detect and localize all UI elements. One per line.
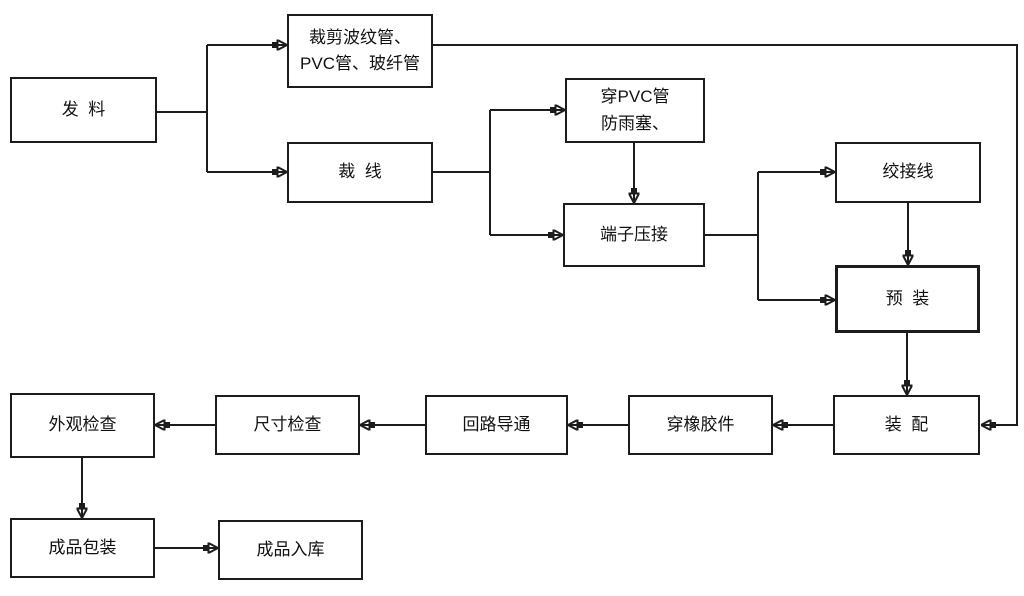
flow-node-dimension-inspection: 尺寸检查 bbox=[215, 395, 360, 455]
flow-node-assembly: 装 配 bbox=[833, 395, 980, 455]
flow-node-circuit-continuity: 回路导通 bbox=[425, 395, 568, 455]
flow-node-cut-wire: 裁 线 bbox=[287, 142, 433, 203]
flow-node-terminal-crimping: 端子压接 bbox=[563, 203, 705, 267]
flow-node-dispatch-material: 发 料 bbox=[10, 77, 157, 143]
flow-node-twist-wires: 绞接线 bbox=[835, 142, 981, 203]
flow-node-finished-product-warehousing: 成品入库 bbox=[218, 520, 363, 580]
flow-node-visual-inspection: 外观检查 bbox=[10, 393, 155, 458]
flow-node-thread-pvc-tube: 穿PVC管 防雨塞、 bbox=[565, 78, 705, 143]
flow-node-thread-rubber-parts: 穿橡胶件 bbox=[628, 395, 773, 455]
flow-node-finished-product-packing: 成品包装 bbox=[10, 518, 155, 578]
flow-node-cut-tubes: 裁剪波纹管、 PVC管、玻纤管 bbox=[287, 14, 433, 88]
flow-node-pre-assembly: 预 装 bbox=[835, 265, 980, 333]
edge-cut-tubes-to-assembly bbox=[433, 44, 1018, 425]
